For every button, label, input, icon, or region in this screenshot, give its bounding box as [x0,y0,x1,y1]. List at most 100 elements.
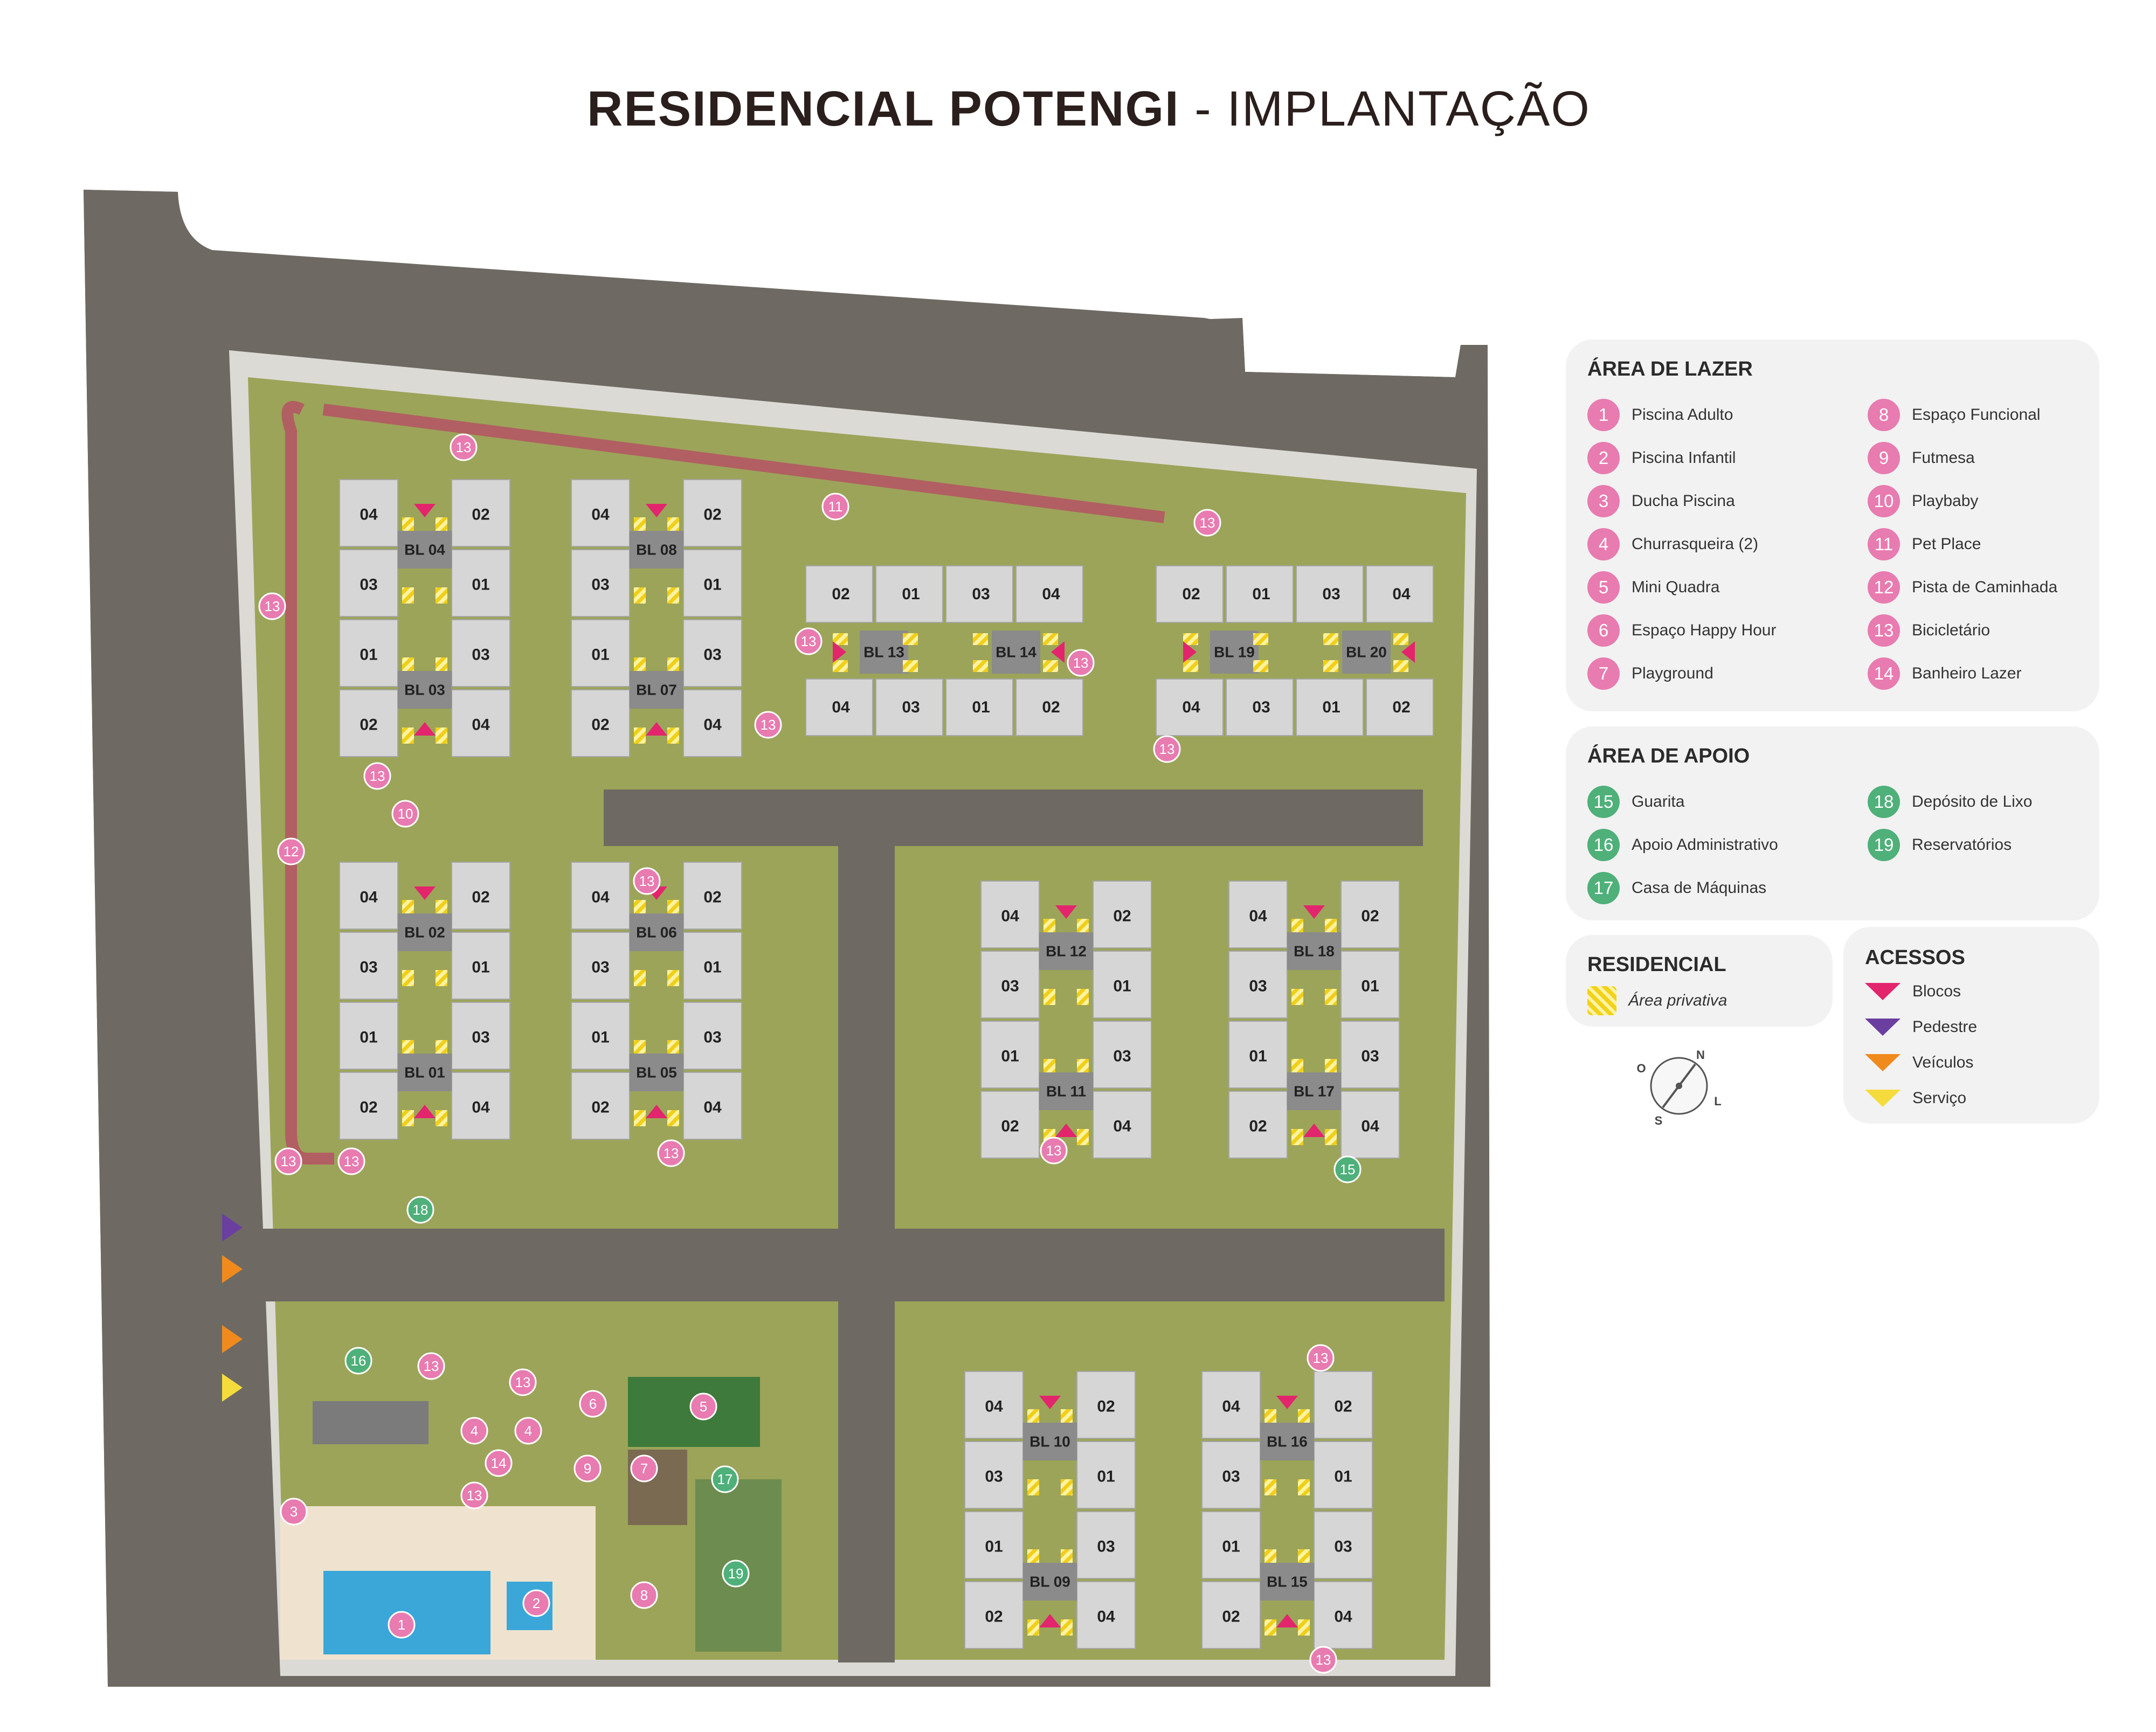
unit-number: 01 [703,959,721,976]
stair-core [630,1054,683,1091]
unit-number: 03 [591,576,609,594]
apartment-unit [451,549,510,617]
private-area-hatch [1264,1479,1276,1495]
map-marker-10: 10 [391,800,419,828]
stair-core [1039,1072,1093,1110]
apartment-unit [451,1072,510,1140]
legend-access-2: Pedestre [1865,1011,1977,1043]
title-bold: RESIDENCIAL POTENGI [587,81,1180,136]
block-label: BL 04 [404,542,445,558]
marker-circle [1067,649,1095,677]
unit-number: 01 [1334,1468,1352,1486]
private-area-hatch [973,633,988,645]
page-title: RESIDENCIAL POTENGI - IMPLANTAÇÃO [0,81,2156,137]
marker-number: 13 [344,1153,360,1169]
legend-badge: 12 [1868,571,1900,604]
legend-badge: 4 [1587,528,1620,560]
private-area-hatch [436,1040,447,1056]
map-marker-4: 4 [460,1417,488,1445]
unit-number: 03 [472,646,489,664]
unit-number: 02 [591,716,609,734]
apartment-unit [1015,565,1083,623]
marker-number: 13 [761,717,776,733]
apartment-unit [980,951,1040,1019]
map-marker-6: 6 [579,1390,607,1418]
block-access-arrow [414,1105,436,1118]
block-label: BL 15 [1267,1574,1308,1590]
block-label: BL 02 [404,924,445,941]
map-marker-13: 13 [417,1352,445,1380]
block-access-arrow [1055,905,1077,919]
unit-number: 02 [1334,1398,1352,1416]
apartment-unit [1314,1371,1373,1439]
apartment-unit [1093,1091,1152,1159]
apartment-unit [571,479,630,547]
apartment-unit [1076,1441,1136,1509]
marker-number: 13 [456,439,472,455]
map-marker-4: 4 [514,1417,542,1445]
apartment-unit [1340,951,1400,1019]
private-area-hatch [667,900,679,916]
legend-label: Reservatórios [1912,836,2012,854]
map-marker-15: 15 [1333,1155,1362,1183]
unit-number: 04 [472,716,490,734]
apartment-unit [571,619,630,687]
stair-core [630,531,683,569]
private-area-hatch [1393,660,1408,672]
apartment-unit [945,565,1013,623]
marker-number: 17 [717,1471,733,1487]
legend-residencial-panel: RESIDENCIAL Área privativa [1566,935,1833,1027]
unit-number: 03 [1322,585,1340,603]
apartment-unit [1201,1371,1261,1439]
stair-core [1287,932,1341,970]
private-area-hatch [1061,1409,1073,1425]
block-label: BL 09 [1029,1574,1070,1590]
apartment-unit [451,689,510,757]
apartment-unit [1076,1511,1136,1579]
map-marker-16: 16 [344,1347,372,1375]
unit-number: 01 [972,698,990,716]
map-marker-7: 7 [630,1454,658,1482]
map-marker-13: 13 [450,433,478,461]
block-label: BL 16 [1267,1433,1308,1450]
legend-label: Piscina Infantil [1632,449,1736,467]
map-marker-12: 12 [277,837,305,865]
road-vertical-main [838,789,895,1662]
legend-lazer-title: ÁREA DE LAZER [1587,358,1753,380]
map-marker-18: 18 [406,1196,434,1224]
marker-number: 1 [398,1617,405,1633]
hatch-swatch [1587,986,1616,1015]
map-marker-8: 8 [630,1581,658,1609]
apartment-unit [1314,1441,1373,1509]
block-label: BL 05 [636,1064,677,1081]
stair-core [1023,1563,1077,1601]
unit-number: 03 [1361,1048,1379,1065]
apartment-unit [1340,1091,1400,1159]
private-area-hatch [1077,989,1089,1005]
map-marker-3: 3 [280,1498,308,1526]
block-label: BL 07 [636,682,677,698]
map-marker-13: 13 [1193,509,1221,537]
marker-number: 13 [664,1145,679,1161]
unit-number: 04 [703,1099,722,1117]
unit-number: 04 [1097,1608,1115,1626]
unit-number: 04 [1182,698,1200,716]
marker-circle [821,493,849,521]
block-access-arrow [1276,1396,1298,1409]
map-marker-13: 13 [258,592,286,620]
marker-circle [344,1347,372,1375]
marker-number: 2 [533,1595,540,1611]
map-marker-13: 13 [754,711,782,739]
unit-number: 03 [1252,698,1270,716]
admin-building [313,1401,429,1444]
private-area-hatch [1298,1549,1310,1565]
